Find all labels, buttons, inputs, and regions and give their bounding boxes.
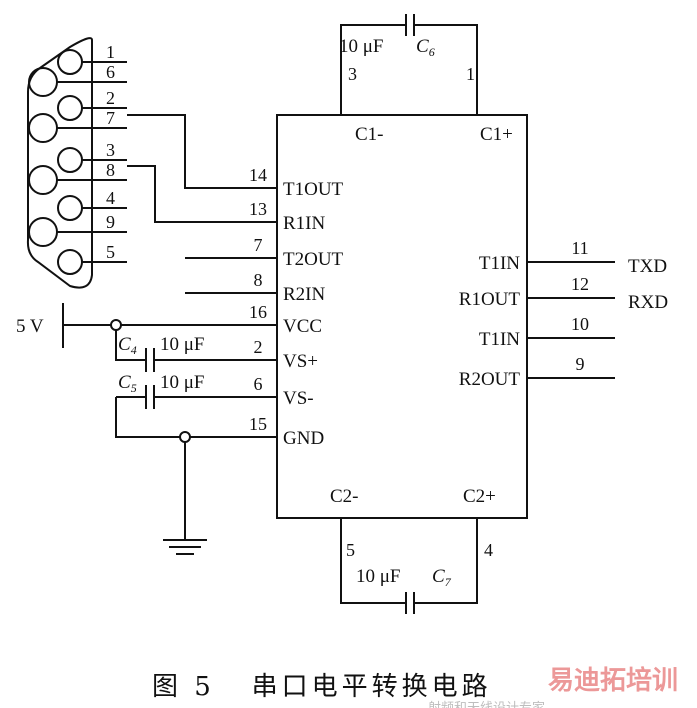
connector-shell	[26, 37, 93, 289]
watermark-logo: 易迪拓培训 射频和天线设计专家	[428, 660, 679, 708]
junction-node	[110, 319, 122, 331]
connector-pin-socket	[57, 95, 83, 121]
chip-pin-label: T1IN	[479, 329, 520, 350]
chip-pin-number: 3	[348, 64, 357, 84]
c5-value: 10 μF	[160, 372, 205, 393]
connector-pin-socket	[57, 249, 83, 275]
connector-pin-number: 1	[106, 42, 115, 62]
chip-pin-number: 13	[249, 199, 267, 219]
connector-pin-socket	[57, 147, 83, 173]
chip-pin-number: 6	[254, 374, 263, 394]
wire-c6	[340, 24, 478, 115]
connector-pin-number: 8	[106, 160, 115, 180]
figure-caption: 图 5 串口电平转换电路	[0, 666, 697, 703]
c7-ref: C7	[432, 566, 452, 589]
wire-pin2-t1out	[127, 114, 277, 189]
supply-label: 5 V	[16, 316, 44, 337]
c4-value: 10 μF	[160, 334, 205, 355]
chip-pin-number: 16	[249, 302, 267, 322]
connector-pin-number: 3	[106, 140, 115, 160]
watermark-brand: 易迪拓培训	[548, 666, 679, 696]
chip-pin-label: R2OUT	[459, 369, 521, 390]
wire-pin3-r1in	[127, 165, 277, 223]
chip-pin-number: 8	[254, 270, 263, 290]
chip-pin-label: VS-	[283, 388, 314, 409]
connector-pin-socket	[28, 165, 58, 195]
c6-ref: C6	[416, 36, 435, 59]
connector-pin-number: 4	[106, 188, 115, 208]
connector-pin-number: 9	[106, 212, 115, 232]
connector-pin-number: 7	[106, 108, 115, 128]
figure-number: 图 5	[152, 672, 215, 702]
chip-pin-label: T1OUT	[283, 179, 344, 200]
connector-pin-number: 2	[106, 88, 115, 108]
chip-pin-number: 10	[571, 314, 589, 334]
connector-pin-socket	[28, 113, 58, 143]
chip-pin-label: C2-	[330, 486, 359, 507]
wire-c7	[340, 518, 478, 604]
c6-value: 10 μF	[339, 36, 384, 57]
chip-pin-label: VS+	[283, 351, 318, 372]
chip-pin-label: T1IN	[479, 253, 520, 274]
chip-pin-label: R1OUT	[459, 289, 521, 310]
chip-pin-number: 5	[346, 540, 355, 560]
chip-pin-number: 4	[484, 540, 493, 560]
chip-pin-label: C2+	[463, 486, 496, 507]
chip-pin-number: 9	[576, 354, 585, 374]
watermark-tagline: 射频和天线设计专家	[428, 697, 678, 708]
connector-pin-socket	[28, 217, 58, 247]
connector-pin-number: 5	[106, 242, 115, 262]
chip-pin-label: T2OUT	[283, 249, 344, 270]
chip-pin-label: R2IN	[283, 284, 326, 305]
chip-pin-label: VCC	[283, 316, 322, 337]
chip-pin-label: R1IN	[283, 213, 326, 234]
wire-vs-plus	[115, 330, 277, 361]
chip-pin-number: 14	[249, 165, 267, 185]
connector-pin-socket	[57, 195, 83, 221]
wire-vs-minus	[115, 396, 277, 438]
signal-label: RXD	[628, 292, 668, 313]
chip-pin-label: C1-	[355, 124, 384, 145]
chip-pin-label: GND	[283, 428, 324, 449]
figure-title: 串口电平转换电路	[251, 672, 492, 702]
chip-pin-number: 15	[249, 414, 267, 434]
c4-ref: C4	[118, 334, 137, 357]
chip-pin-number: 7	[254, 235, 263, 255]
connector-pin-number: 6	[106, 62, 115, 82]
ground-icon	[163, 442, 207, 555]
chip-pin-number: 1	[466, 64, 475, 84]
chip-pin-label: C1+	[480, 124, 513, 145]
chip-pin-number: 12	[571, 274, 589, 294]
connector-pin-socket	[57, 49, 83, 75]
c5-ref: C5	[118, 372, 137, 395]
signal-label: TXD	[628, 256, 667, 277]
connector-pin-socket	[28, 67, 58, 97]
chip-pin-number: 11	[571, 238, 588, 258]
c7-value: 10 μF	[356, 566, 401, 587]
max232-chip	[276, 114, 528, 519]
junction-node	[179, 431, 191, 443]
chip-pin-number: 2	[254, 337, 263, 357]
